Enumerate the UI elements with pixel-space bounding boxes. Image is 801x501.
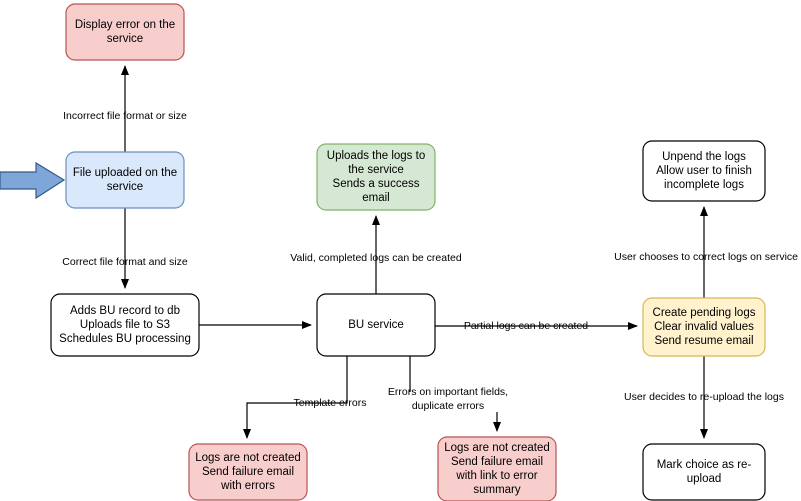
node-uploads-the-logs-to-the-service-line-1: the service	[348, 164, 404, 176]
input-block-arrow	[0, 161, 66, 200]
node-display-error-on-the-service-line-0: Display error on the	[75, 19, 175, 31]
node-unpend-the-logs-line-0: Unpend the logs	[662, 151, 746, 163]
node-file-uploaded-on-the-service[interactable]: File uploaded on the service	[65, 151, 185, 209]
edge-user-decides-to-re-upload-the-logs-label: User decides to re-upload the logs	[624, 391, 784, 403]
node-mark-choice-as-re-upload-line-1: upload	[687, 473, 722, 485]
node-bu-service-line-0: BU service	[348, 319, 404, 331]
node-mark-choice-as-re-upload[interactable]: Mark choice as re-upload	[642, 443, 766, 501]
node-uploads-the-logs-to-the-service-line-0: Uploads the logs to	[327, 150, 425, 162]
node-logs-are-not-created-send-failure-email-with-link-to-error-summary-line-3: summary	[473, 484, 521, 496]
edge-template-errors-label: Template errors	[294, 397, 367, 409]
edge-errors-on-important-fields-duplicate-errors-label: Errors on important fields,	[388, 386, 508, 398]
node-create-pending-logs-box[interactable]	[642, 297, 766, 357]
node-unpend-the-logs-line-1: Allow user to finish	[656, 165, 752, 177]
node-adds-bu-record-to-db-box[interactable]	[50, 293, 200, 357]
node-display-error-on-the-service-box[interactable]	[65, 3, 185, 61]
block-arrow-layer	[0, 161, 66, 200]
edge-errors-on-important-fields-duplicate-errors: Errors on important fields, duplicate err…	[388, 356, 508, 431]
edge-partial-logs-can-be-created-label: Partial logs can be created	[464, 320, 588, 332]
node-logs-are-not-created-send-failure-email-with-link-to-error-summary-line-1: Send failure email	[451, 456, 543, 468]
node-display-error-on-the-service-line-1: service	[107, 33, 143, 45]
node-create-pending-logs-line-2: Send resume email	[654, 335, 753, 347]
edge-errors-on-important-fields-duplicate-errors-line	[409, 356, 497, 431]
edge-partial-logs-can-be-created: Partial logs can be created	[435, 320, 638, 332]
node-adds-bu-record-to-db[interactable]: Adds BU record to db Uploads file to S3 Sc…	[50, 293, 200, 357]
edge-errors-on-important-fields-duplicate-errors-label-2: duplicate errors	[412, 400, 484, 412]
node-file-uploaded-on-the-service-line-1: service	[107, 181, 143, 193]
node-logs-are-not-created-send-failure-email-with-link-to-error-summary-line-2: with link to error	[455, 470, 537, 482]
node-bu-service[interactable]: BU service	[316, 293, 436, 357]
node-uploads-the-logs-to-the-service-line-3: email	[362, 192, 389, 204]
node-uploads-the-logs-to-the-service-box[interactable]	[316, 143, 436, 211]
node-logs-are-not-created-send-failure-email-with-errors-box[interactable]	[188, 443, 308, 501]
node-unpend-the-logs-box[interactable]	[642, 140, 766, 202]
edge-template-errors: Template errors	[243, 356, 367, 439]
node-adds-bu-record-to-db-line-0: Adds BU record to db	[70, 305, 180, 317]
node-logs-are-not-created-send-failure-email-with-errors-line-1: Send failure email	[202, 466, 294, 478]
node-logs-are-not-created-send-failure-email-with-link-to-error-summary-line-0: Logs are not created	[444, 442, 550, 454]
node-adds-bu-record-to-db-line-1: Uploads file to S3	[80, 319, 170, 331]
node-mark-choice-as-re-upload-box[interactable]	[642, 443, 766, 501]
node-uploads-the-logs-to-the-service-line-2: Sends a success	[333, 178, 420, 190]
node-display-error-on-the-service[interactable]: Display error on the service	[65, 3, 185, 61]
edge-valid-completed-logs-can-be-created: Valid, completed logs can be created	[290, 215, 462, 294]
node-logs-are-not-created-send-failure-email-with-errors-line-2: with errors	[220, 480, 275, 492]
node-unpend-the-logs-line-2: incomplete logs	[664, 179, 744, 191]
edge-user-chooses-to-correct-logs-on-service: User chooses to correct logs on service	[614, 206, 798, 298]
edge-correct-file-format-and-size: Correct file format and size	[62, 208, 188, 289]
node-file-uploaded-on-the-service-box[interactable]	[65, 151, 185, 209]
node-mark-choice-as-re-upload-line-0: Mark choice as re-	[657, 459, 752, 471]
node-create-pending-logs-line-1: Clear invalid values	[654, 321, 754, 333]
edge-valid-completed-logs-can-be-created-label: Valid, completed logs can be created	[290, 252, 462, 264]
node-file-uploaded-on-the-service-line-0: File uploaded on the	[73, 167, 177, 179]
edge-incorrect-file-format-or-size-label: Incorrect file format or size	[63, 110, 187, 122]
edge-user-chooses-to-correct-logs-on-service-label: User chooses to correct logs on service	[614, 251, 798, 263]
node-bu-service-box[interactable]	[316, 293, 436, 357]
edge-incorrect-file-format-or-size: Incorrect file format or size	[63, 65, 187, 152]
edge-template-errors-line	[243, 356, 348, 439]
node-create-pending-logs-line-0: Create pending logs	[653, 307, 756, 319]
edge-user-decides-to-re-upload-the-logs: User decides to re-upload the logs	[624, 356, 784, 439]
node-adds-bu-record-to-db-line-2: Schedules BU processing	[59, 333, 191, 345]
node-logs-are-not-created-send-failure-email-with-errors-line-0: Logs are not created	[195, 452, 301, 464]
node-logs-are-not-created-send-failure-email-with-link-to-error-summary-box[interactable]	[437, 436, 557, 501]
edge-correct-file-format-and-size-label: Correct file format and size	[62, 256, 188, 268]
